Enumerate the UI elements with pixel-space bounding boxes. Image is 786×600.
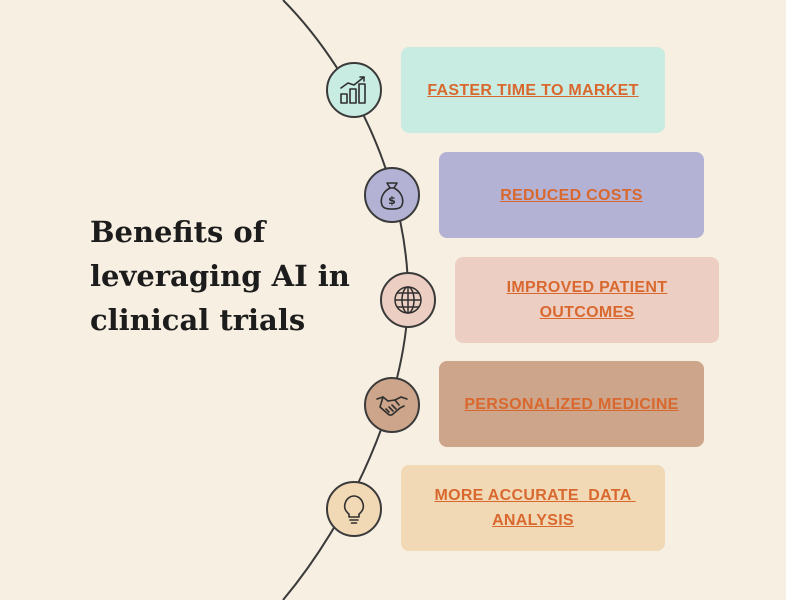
growth-chart-icon <box>340 76 366 104</box>
benefit-node-1 <box>326 62 382 118</box>
lightbulb-icon <box>343 495 365 524</box>
benefit-label: FASTER TIME TO MARKET <box>427 81 639 99</box>
benefit-card-more-accurate-data-analysis: MORE ACCURATE DATA ANALYSIS <box>401 465 665 551</box>
svg-text:$: $ <box>388 194 396 207</box>
benefit-node-3 <box>380 272 436 328</box>
benefit-label: MORE ACCURATE DATA ANALYSIS <box>434 487 636 529</box>
benefit-label: REDUCED COSTS <box>500 186 643 204</box>
title-line-3: clinical trials <box>90 303 306 337</box>
title-line-2: leveraging AI in <box>90 259 350 293</box>
benefit-card-reduced-costs: REDUCED COSTS <box>439 152 704 238</box>
globe-icon <box>394 286 422 314</box>
benefit-label: IMPROVED PATIENT OUTCOMES <box>506 279 668 321</box>
handshake-icon <box>376 396 408 416</box>
title-line-1: Benefits of <box>90 215 266 249</box>
benefit-node-5 <box>326 481 382 537</box>
benefit-card-faster-time-to-market: FASTER TIME TO MARKET <box>401 47 665 133</box>
diagram-title: Benefits of leveraging AI in clinical tr… <box>90 210 350 342</box>
benefit-node-2: $ <box>364 167 420 223</box>
benefit-card-personalized-medicine: PERSONALIZED MEDICINE <box>439 361 704 447</box>
money-bag-icon: $ <box>380 182 404 210</box>
benefit-card-improved-patient-outcomes: IMPROVED PATIENT OUTCOMES <box>455 257 719 343</box>
benefit-label: PERSONALIZED MEDICINE <box>464 395 679 413</box>
benefit-node-4 <box>364 377 420 433</box>
